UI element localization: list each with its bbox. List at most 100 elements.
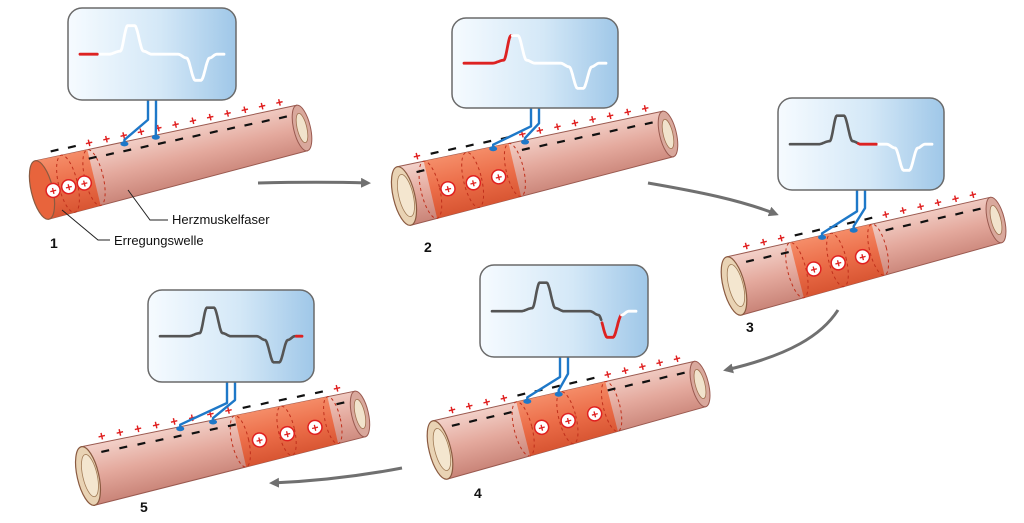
plus-charge-2-12: +	[622, 104, 633, 120]
inner-minus-4-13	[676, 371, 685, 376]
inner-minus-3-1	[763, 254, 772, 259]
stage-numbers: 1 2 3 4 5	[50, 235, 754, 515]
plus-charge-2-10: +	[587, 111, 598, 127]
inner-minus-5-6	[209, 427, 218, 431]
plus-charge-5-5: +	[187, 409, 198, 425]
plus-charge-5-3: +	[151, 417, 162, 433]
plus-charge-5-1: +	[114, 424, 125, 440]
fiber-4: ++++++++++++	[426, 350, 711, 480]
plus-charge-2-6: +	[517, 126, 528, 142]
minus-charge-4-7	[569, 380, 578, 385]
inside-positive-sign-2-0: +	[443, 182, 453, 197]
callouts: Herzmuskelfaser Erregungswelle	[61, 189, 270, 248]
inside-positive-1-1	[60, 178, 77, 195]
inside-positive-sign-3-2: +	[858, 250, 868, 265]
plus-charge-1-13: +	[274, 94, 285, 110]
excitation-ring-4-0	[511, 401, 535, 457]
inner-minus-1-9	[209, 130, 218, 135]
plus-charge-5-0: +	[96, 428, 107, 444]
stage-number-1: 1	[50, 235, 58, 251]
fiber-near-lumen-4	[432, 428, 452, 471]
plus-charge-2-7: +	[534, 122, 545, 138]
plus-charge-3-1: +	[758, 234, 769, 250]
electrode-tip-5-1	[209, 419, 218, 425]
inner-minus-1-6	[157, 141, 167, 146]
electrode-tip-4-0	[523, 398, 532, 404]
plus-charge-3-0: +	[741, 238, 752, 254]
excitation-ring-3-2	[867, 223, 890, 276]
inner-minus-5-7	[227, 423, 236, 428]
minus-charge-3-6	[846, 220, 856, 225]
inner-minus-5-0	[101, 449, 110, 454]
plus-charge-5-6: +	[205, 406, 216, 422]
minus-charge-2-2	[447, 147, 457, 152]
minus-charge-1-1	[67, 144, 77, 149]
plus-charge-1-3: +	[101, 131, 112, 147]
inside-positive-sign-4-1: +	[563, 413, 573, 428]
plus-charge-1-4: +	[118, 127, 129, 143]
inside-positive-sign-2-2: +	[494, 170, 504, 185]
inside-positive-sign-4-2: +	[590, 407, 600, 422]
plus-charge-2-13: +	[640, 100, 651, 116]
electrode-wire-3-1	[852, 190, 867, 231]
plus-charge-1-11: +	[239, 101, 250, 117]
stage-2: ++++++++++++	[390, 17, 679, 226]
plus-charge-4-13: +	[671, 350, 682, 367]
inner-minus-3-13	[972, 207, 981, 212]
inside-positive-sign-2-1: +	[468, 176, 478, 191]
inner-minus-1-8	[192, 133, 201, 138]
plus-charge-3-12: +	[950, 190, 961, 206]
trace-current-2	[462, 34, 514, 65]
electrode-tip-3-0	[818, 234, 827, 240]
inside-positive-3-0	[806, 261, 822, 277]
inside-positive-sign-1-1: +	[64, 180, 74, 195]
trace-pending-3	[877, 142, 934, 172]
trace-recorded-5	[158, 306, 298, 364]
inner-minus-1-2	[88, 155, 97, 160]
inner-minus-1-3	[105, 152, 115, 157]
plus-charge-1-5: +	[136, 123, 147, 139]
inner-minus-2-11	[609, 128, 618, 133]
inside-positive-5-2	[307, 419, 323, 436]
trace-pending-1	[98, 24, 226, 82]
plus-charge-1-12: +	[257, 98, 268, 114]
inner-minus-4-2	[486, 414, 495, 420]
electrode-tip-2-1	[521, 139, 530, 145]
stage-1: +++++++++++++++	[28, 7, 313, 220]
excitation-ring-1-2	[82, 149, 106, 207]
inner-minus-4-0	[451, 422, 460, 427]
minus-charge-2-4	[483, 139, 492, 144]
inner-minus-1-7	[175, 137, 184, 142]
inside-positive-4-2	[586, 406, 603, 422]
inside-positive-5-1	[279, 425, 295, 442]
plus-charge-1-9: +	[205, 109, 216, 125]
inner-minus-2-13	[644, 121, 653, 126]
inside-positive-sign-1-2: +	[79, 176, 89, 191]
fiber-near-lumen-5	[81, 454, 99, 498]
fiber-2: ++++++++++++	[390, 100, 679, 226]
inside-positive-sign-5-0: +	[255, 433, 265, 448]
plus-charge-1-7: +	[170, 116, 181, 132]
inside-positive-sign-4-0: +	[537, 420, 547, 435]
electrode-tip-3-1	[849, 227, 858, 233]
inner-minus-3-8	[885, 227, 894, 232]
inner-minus-2-10	[591, 132, 601, 137]
minus-charge-5-11	[296, 394, 306, 398]
inside-positive-3-1	[830, 255, 846, 271]
plus-charge-5-4: +	[169, 413, 180, 429]
inner-minus-4-9	[607, 387, 616, 392]
inner-minus-5-13	[336, 401, 345, 406]
excitation-ring-3-1	[826, 232, 849, 288]
inner-minus-4-11	[642, 379, 651, 384]
inside-positive-4-0	[533, 419, 550, 436]
plus-charge-5-13: +	[332, 380, 343, 396]
trace-current-3	[857, 142, 878, 146]
excitation-wave-leader	[61, 209, 110, 241]
plus-charge-2-0: +	[411, 148, 422, 164]
plus-charge-1-2: +	[84, 134, 95, 150]
inner-minus-4-1	[468, 418, 478, 423]
excitation-ring-5-1	[276, 405, 297, 456]
inner-minus-2-0	[416, 169, 425, 174]
fiber-3: ++++++++++++	[720, 186, 1007, 316]
